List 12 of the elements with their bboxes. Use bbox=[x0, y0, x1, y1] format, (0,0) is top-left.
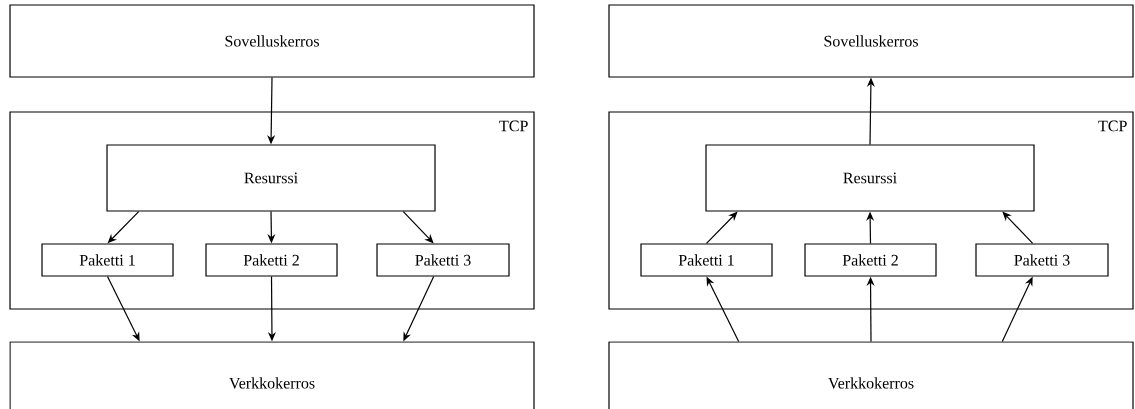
packet-box: Paketti 1 bbox=[41, 243, 174, 277]
resource-box: Resurssi bbox=[106, 144, 436, 212]
packet-box: Paketti 1 bbox=[640, 243, 773, 277]
packet-box: Paketti 2 bbox=[804, 243, 937, 277]
packet-box: Paketti 3 bbox=[975, 243, 1109, 277]
layer-box: Sovelluskerros bbox=[608, 4, 1134, 78]
resource-box: Resurssi bbox=[705, 144, 1035, 212]
packet-box: Paketti 2 bbox=[205, 243, 338, 277]
layer-box: Verkkokerros bbox=[608, 341, 1134, 409]
layer-box: Sovelluskerros bbox=[9, 4, 535, 78]
packet-box: Paketti 3 bbox=[376, 243, 510, 277]
layer-box: Verkkokerros bbox=[9, 341, 535, 409]
